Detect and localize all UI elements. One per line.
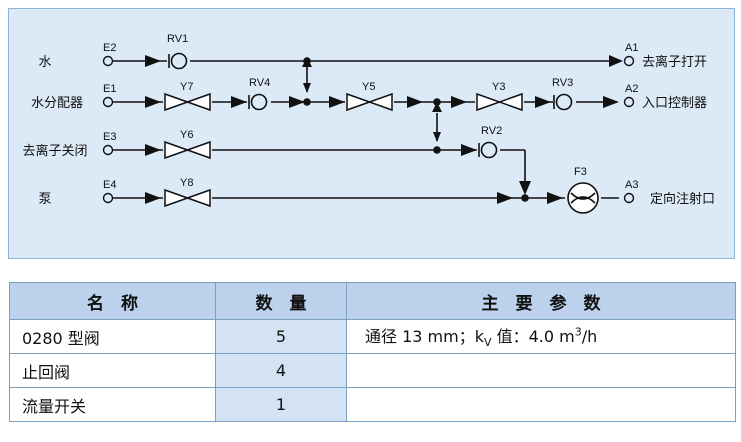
component-tag: Y6 [180, 129, 193, 141]
junction-dot [303, 57, 311, 65]
row-label: 泵 [38, 192, 51, 207]
flow-arrow-icon [609, 55, 623, 67]
header-name: 名 称 [9, 282, 216, 320]
junction-dot [521, 194, 529, 202]
cell-name: 0280 型阀 [9, 319, 216, 354]
junction-dot [303, 98, 311, 106]
table-row: 0280 型阀 5 通径 13 mm；kV 值：4.0 m3/h [9, 319, 736, 354]
flow-arrow-icon [231, 96, 247, 108]
header-parameters: 主 要 参 数 [346, 282, 736, 320]
inlet-port [102, 192, 114, 204]
outlet-label: 去离子打开 [642, 54, 707, 70]
flow-arrow-icon [329, 96, 345, 108]
param-text: 通径 13 mm；k [365, 327, 484, 347]
flow-schematic: 水 水分配器 去离子关闭 泵 E2 E1 E3 E4 RV1 RV4 RV3 R… [22, 33, 715, 214]
inlet-tag: E4 [103, 179, 116, 191]
flow-arrow-icon [145, 192, 161, 204]
flow-arrow-icon [407, 96, 423, 108]
inlet-tag: E3 [103, 131, 116, 143]
solenoid-valve-icon [164, 92, 211, 112]
outlet-label: 定向注射口 [650, 191, 715, 207]
outlet-tag: A2 [625, 83, 638, 95]
cell-parameters [346, 387, 736, 422]
component-tag: Y5 [362, 81, 375, 93]
param-superscript: 3 [574, 326, 582, 340]
solenoid-valve-icon [164, 140, 211, 160]
inlet-port [102, 55, 114, 67]
solenoid-valve-icon [346, 92, 393, 112]
parameter-table: 名 称 数 量 主 要 参 数 0280 型阀 5 通径 13 mm；kV 值：… [9, 282, 736, 422]
table-row: 流量开关 1 [9, 387, 736, 422]
cell-parameters: 通径 13 mm；kV 值：4.0 m3/h [346, 319, 736, 354]
inlet-tag: E2 [103, 42, 116, 54]
cell-quantity: 4 [215, 353, 347, 388]
solenoid-valve-icon [476, 92, 523, 112]
outlet-tag: A3 [625, 179, 638, 191]
param-text: 值：4.0 m [491, 327, 575, 347]
flow-arrow-icon [145, 55, 161, 67]
inlet-tag: E1 [103, 83, 116, 95]
outlet-port [623, 96, 635, 108]
check-valve-icon [168, 52, 188, 70]
component-tag: F3 [574, 166, 587, 178]
header-quantity: 数 量 [215, 282, 347, 320]
component-tag: Y3 [492, 81, 505, 93]
row-label: 水 [38, 55, 51, 70]
inlet-port [102, 96, 114, 108]
flow-arrow-icon [547, 192, 563, 204]
inlet-port [102, 144, 114, 156]
flow-arrow-icon [497, 192, 513, 204]
outlet-tag: A1 [625, 42, 638, 54]
junction-dot [433, 146, 441, 154]
outlet-port [623, 55, 635, 67]
flow-arrow-icon [519, 181, 531, 195]
junction-dot [433, 98, 441, 106]
check-valve-icon [248, 93, 268, 111]
arrow-up-icon [432, 102, 442, 112]
cell-name: 流量开关 [9, 387, 216, 422]
flow-arrow-icon [461, 144, 477, 156]
row-label: 水分配器 [31, 96, 83, 111]
component-tag: RV1 [167, 33, 188, 45]
flow-arrow-icon [145, 144, 161, 156]
row-label: 去离子关闭 [22, 143, 87, 159]
component-tag: Y7 [180, 81, 193, 93]
flow-arrow-icon [289, 96, 305, 108]
cell-quantity: 1 [215, 387, 347, 422]
cell-parameters [346, 353, 736, 388]
table-row: 止回阀 4 [9, 353, 736, 388]
solenoid-valve-icon [164, 188, 211, 208]
schematic-panel: 水 水分配器 去离子关闭 泵 E2 E1 E3 E4 RV1 RV4 RV3 R… [8, 8, 735, 259]
outlet-port [623, 192, 635, 204]
cell-quantity: 5 [215, 319, 347, 354]
check-valve-icon [553, 93, 573, 111]
component-tag: RV3 [552, 77, 573, 89]
flow-arrow-icon [145, 96, 161, 108]
flow-switch-icon [567, 182, 599, 214]
flow-arrow-icon [451, 96, 467, 108]
check-valve-icon [478, 141, 498, 159]
outlet-label: 入口控制器 [642, 96, 707, 111]
flow-arrow-icon [535, 96, 551, 108]
component-tag: RV4 [249, 77, 270, 89]
cell-name: 止回阀 [9, 353, 216, 388]
param-text: /h [581, 327, 598, 347]
component-tag: RV2 [481, 125, 502, 137]
flow-arrow-icon [603, 96, 619, 108]
param-subscript: V [483, 336, 492, 350]
table-header-row: 名 称 数 量 主 要 参 数 [9, 282, 736, 320]
component-tag: Y8 [180, 177, 193, 189]
